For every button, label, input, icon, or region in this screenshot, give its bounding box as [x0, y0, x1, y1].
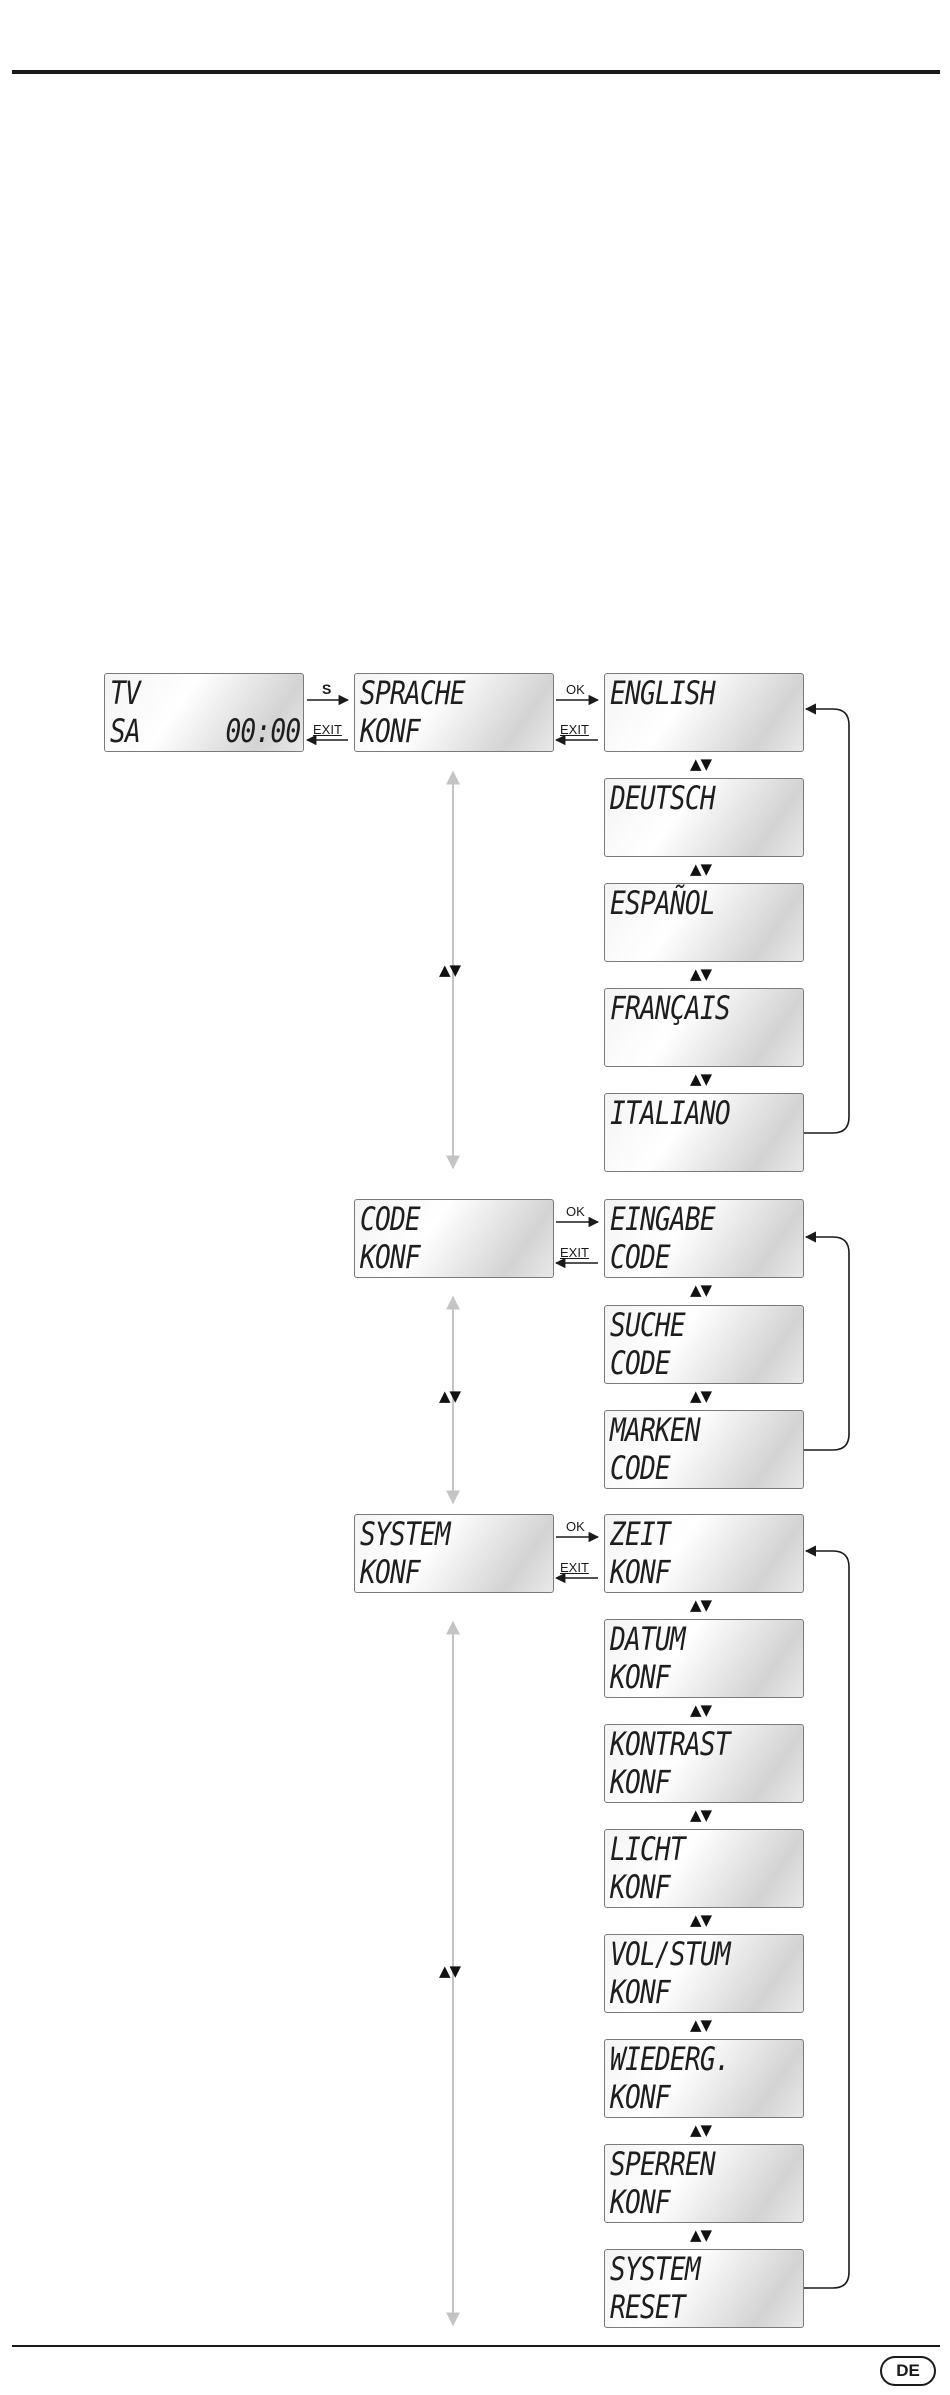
lcd-line-1: KONTRAST	[610, 1725, 731, 1763]
language-badge: DE	[880, 2356, 936, 2386]
key-label-s: S	[322, 681, 332, 697]
key-label-ok: OK	[566, 682, 585, 697]
lcd-line-2: KONF	[610, 1658, 671, 1696]
lcd-sprache-konf: SPRACHE KONF	[354, 673, 554, 752]
lcd-line-2: KONF	[610, 1553, 671, 1591]
lcd-line-1: ZEIT	[610, 1515, 671, 1553]
lcd-line-1: SPERREN	[610, 2145, 716, 2183]
updown-indicator: ▲▼	[690, 965, 712, 983]
key-label-exit: EXIT	[560, 722, 589, 737]
lcd-language-english: ENGLISH	[604, 673, 804, 752]
key-label-exit: EXIT	[560, 1560, 589, 1575]
lcd-line-2: CODE	[610, 1449, 671, 1487]
lcd-line-1: DEUTSCH	[610, 779, 716, 817]
updown-indicator: ▲▼	[690, 1911, 712, 1929]
lcd-language-italiano: ITALIANO	[604, 1093, 804, 1172]
lcd-line-2: KONF	[610, 2183, 671, 2221]
lcd-line-2: KONF	[610, 1973, 671, 2011]
lcd-line-1: MARKEN	[610, 1411, 701, 1449]
lcd-line-2: CODE	[610, 1238, 671, 1276]
lcd-line-2: KONF	[360, 1238, 421, 1276]
key-label-exit: EXIT	[313, 722, 342, 737]
lcd-line-1: ENGLISH	[610, 674, 716, 712]
lcd-line-1: CODE	[360, 1200, 421, 1238]
lcd-language-espanol: ESPAÑOL	[604, 883, 804, 962]
lcd-line-1: SYSTEM	[360, 1515, 451, 1553]
lcd-system-reset: SYSTEM RESET	[604, 2249, 804, 2328]
updown-indicator: ▲▼	[439, 961, 461, 979]
updown-indicator: ▲▼	[690, 1387, 712, 1405]
updown-indicator: ▲▼	[690, 755, 712, 773]
lcd-line-1: LICHT	[610, 1830, 686, 1868]
lcd-line-2: RESET	[610, 2288, 686, 2326]
lcd-line-2: KONF	[610, 2078, 671, 2116]
lcd-line-1: SPRACHE	[360, 674, 466, 712]
lcd-system-wiederg: WIEDERG. KONF	[604, 2039, 804, 2118]
lcd-code-konf: CODE KONF	[354, 1199, 554, 1278]
lcd-code-eingabe: EINGABE CODE	[604, 1199, 804, 1278]
updown-indicator: ▲▼	[690, 1281, 712, 1299]
lcd-line-1: VOL/STUM	[610, 1935, 731, 1973]
updown-indicator: ▲▼	[439, 1387, 461, 1405]
updown-indicator: ▲▼	[690, 1806, 712, 1824]
lcd-start-screen: TV SA 00:00	[104, 673, 304, 752]
updown-indicator: ▲▼	[690, 860, 712, 878]
lcd-code-suche: SUCHE CODE	[604, 1305, 804, 1384]
updown-indicator: ▲▼	[690, 1701, 712, 1719]
bottom-rule	[12, 2345, 940, 2347]
lcd-line-1: FRANÇAIS	[610, 989, 731, 1027]
lcd-line-2: CODE	[610, 1344, 671, 1382]
lcd-line-1: EINGABE	[610, 1200, 716, 1238]
lcd-system-datum: DATUM KONF	[604, 1619, 804, 1698]
lcd-system-vol-stum: VOL/STUM KONF	[604, 1934, 804, 2013]
lcd-line-2: KONF	[610, 1868, 671, 1906]
lcd-line-1: ESPAÑOL	[610, 884, 716, 922]
updown-indicator: ▲▼	[690, 1070, 712, 1088]
lcd-line-1: TV	[110, 674, 141, 712]
lcd-line-1: SYSTEM	[610, 2250, 701, 2288]
lcd-code-marken: MARKEN CODE	[604, 1410, 804, 1489]
updown-indicator: ▲▼	[690, 2226, 712, 2244]
lcd-line-2: KONF	[610, 1763, 671, 1801]
lcd-line-2: SA	[110, 712, 141, 750]
lcd-line-1: DATUM	[610, 1620, 686, 1658]
top-rule	[12, 70, 940, 74]
key-label-ok: OK	[566, 1519, 585, 1534]
updown-indicator: ▲▼	[690, 2016, 712, 2034]
lcd-line-2: KONF	[360, 712, 421, 750]
key-label-exit: EXIT	[560, 1245, 589, 1260]
key-label-ok: OK	[566, 1204, 585, 1219]
lcd-language-deutsch: DEUTSCH	[604, 778, 804, 857]
lcd-system-sperren: SPERREN KONF	[604, 2144, 804, 2223]
lcd-system-licht: LICHT KONF	[604, 1829, 804, 1908]
lcd-time: 00:00	[225, 712, 301, 750]
lcd-language-francais: FRANÇAIS	[604, 988, 804, 1067]
lcd-system-kontrast: KONTRAST KONF	[604, 1724, 804, 1803]
updown-indicator: ▲▼	[690, 2121, 712, 2139]
lcd-line-1: ITALIANO	[610, 1094, 731, 1132]
lcd-line-2: KONF	[360, 1553, 421, 1591]
updown-indicator: ▲▼	[690, 1596, 712, 1614]
lcd-system-konf: SYSTEM KONF	[354, 1514, 554, 1593]
lcd-line-1: WIEDERG.	[610, 2040, 731, 2078]
lcd-line-1: SUCHE	[610, 1306, 686, 1344]
updown-indicator: ▲▼	[439, 1962, 461, 1980]
lcd-system-zeit: ZEIT KONF	[604, 1514, 804, 1593]
